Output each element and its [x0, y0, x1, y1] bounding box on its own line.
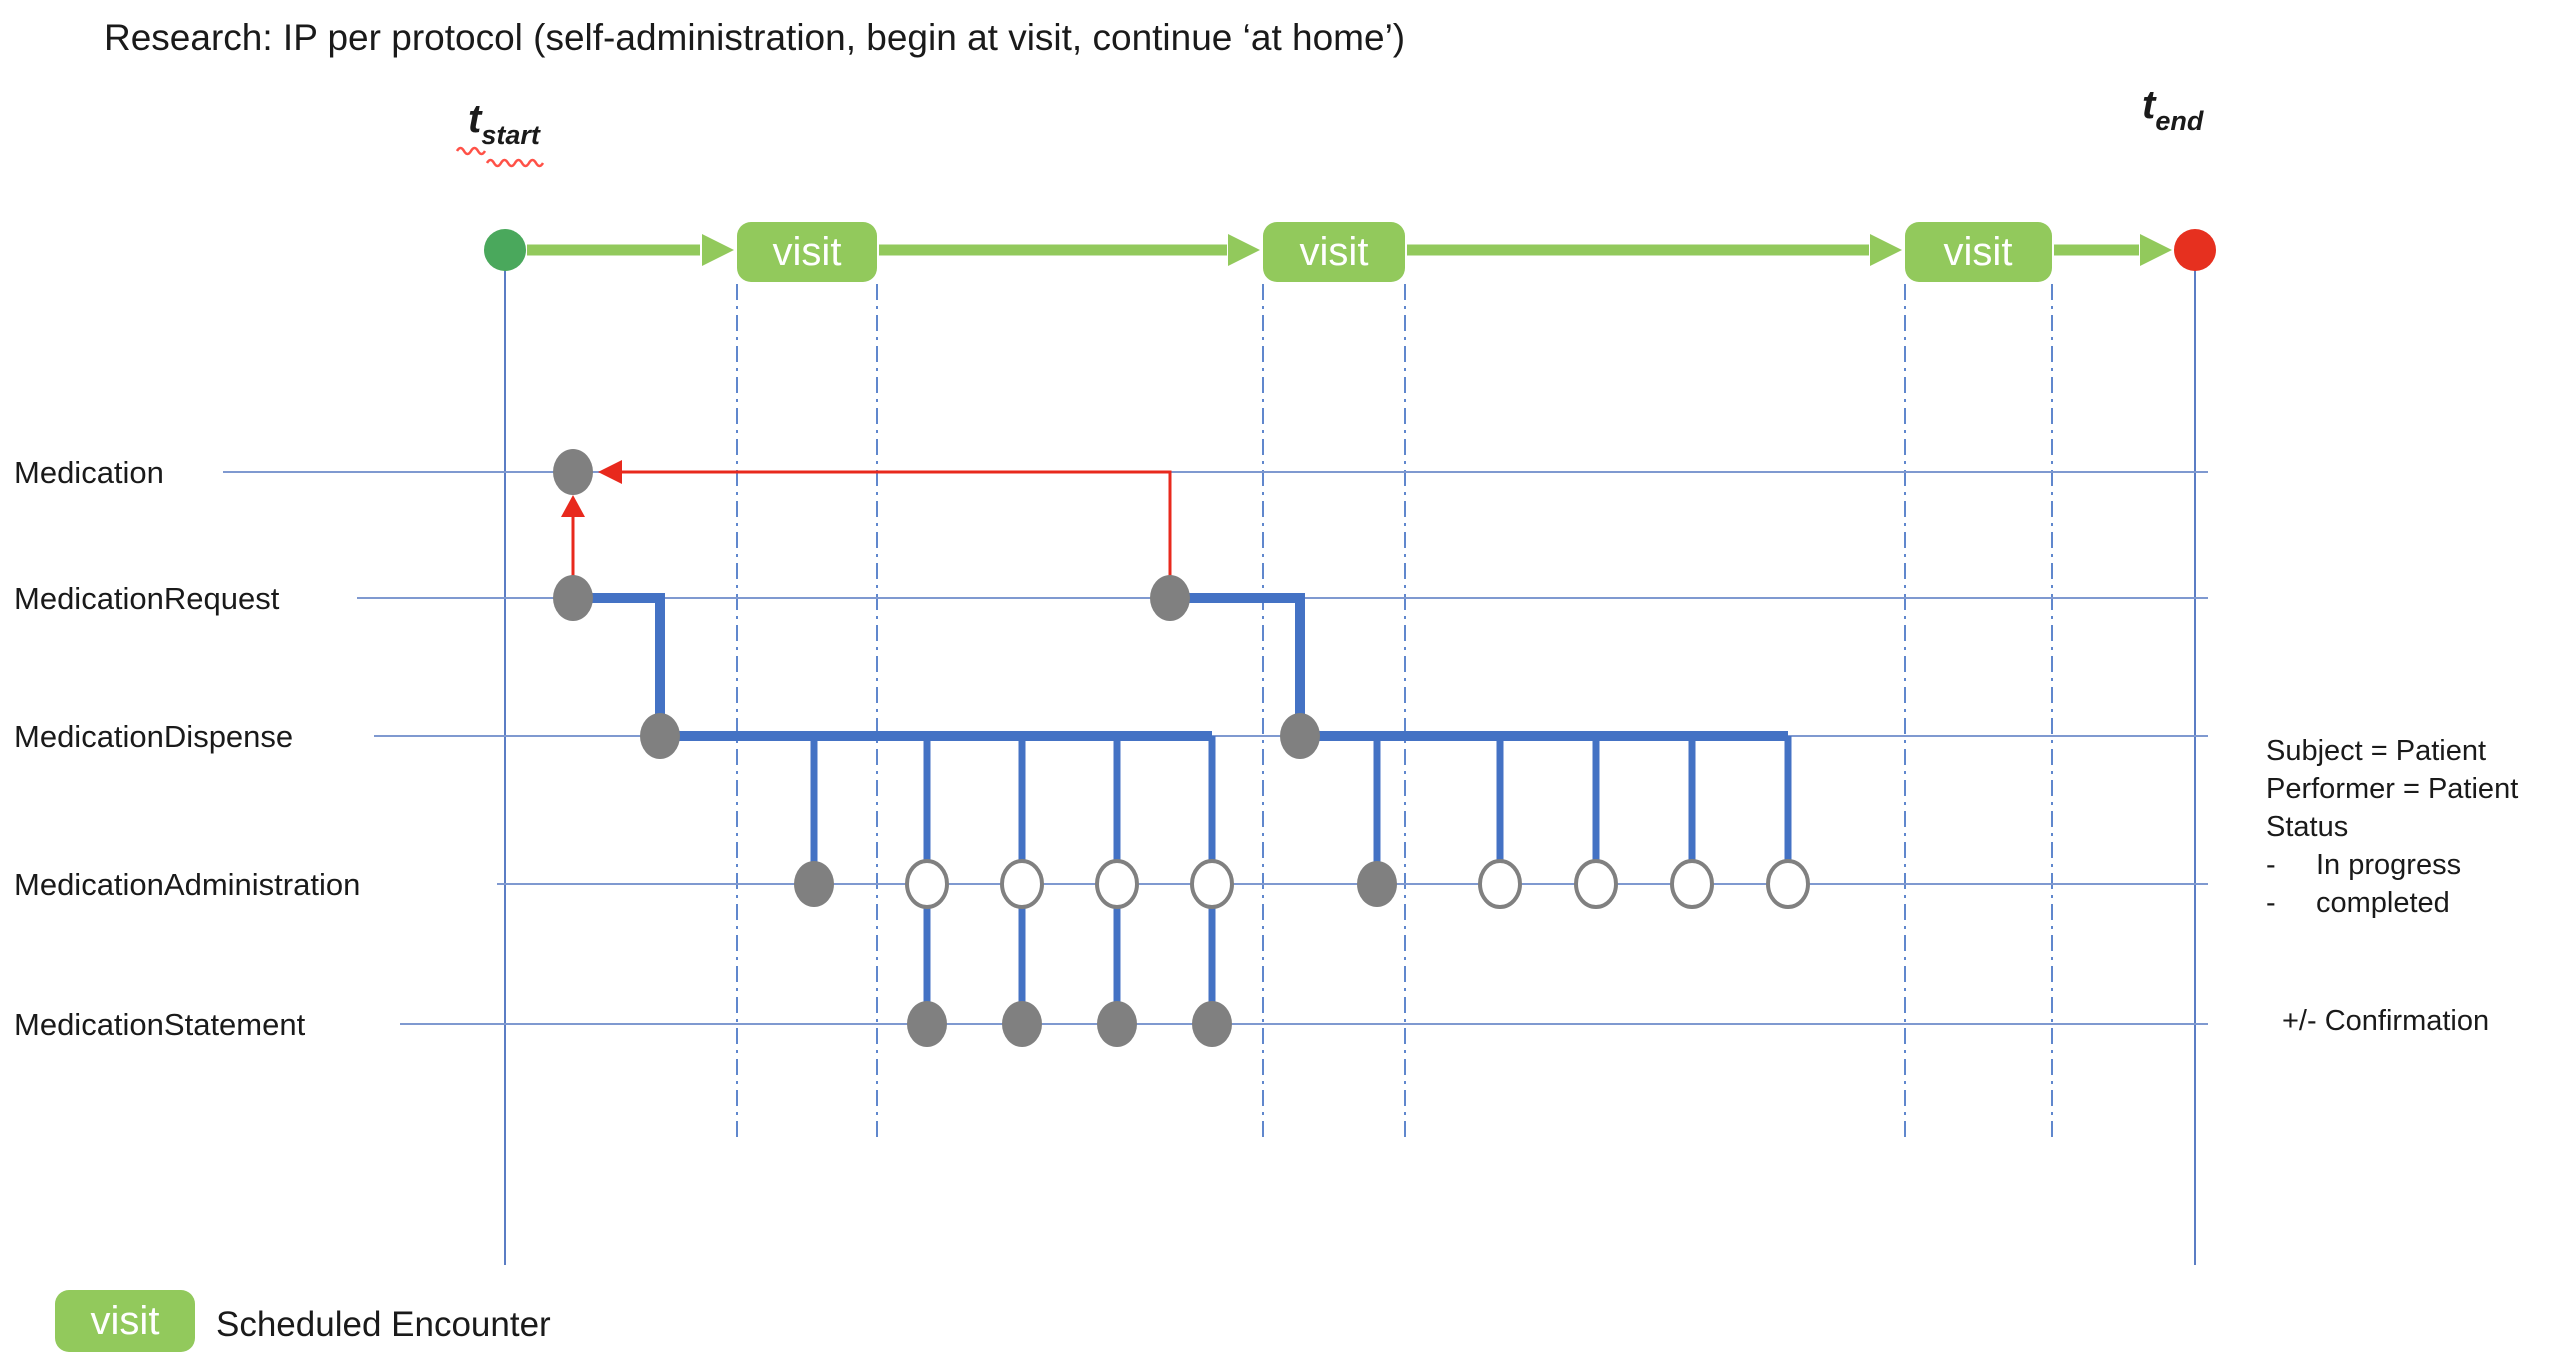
event-administration-open-marker [905, 859, 949, 909]
lane-label-medication-request: MedicationRequest [14, 581, 280, 616]
lane-label-medication-dispense: MedicationDispense [14, 719, 293, 754]
legend-visit-box-label: visit [91, 1299, 160, 1343]
request2-to-medication-arrowhead [598, 460, 622, 484]
spellcheck-squiggle-start [485, 158, 545, 168]
legend-visit-box [55, 1290, 195, 1352]
visit2-box-label: visit [1300, 230, 1369, 274]
event-administration-filled-marker [1357, 861, 1397, 907]
lane-label-medication-statement: MedicationStatement [14, 1007, 306, 1042]
event-medication-filled-marker [553, 449, 593, 495]
event-administration-filled-marker [794, 861, 834, 907]
event-statement-filled-marker [1097, 1001, 1137, 1047]
visit1-box [737, 222, 877, 282]
lane-label-medication-administration: MedicationAdministration [14, 867, 360, 902]
legend: visit Scheduled Encounter [55, 1290, 551, 1352]
event-statement-filled-marker [907, 1001, 947, 1047]
t-end-label: tend [2142, 83, 2204, 136]
event-statement-filled-marker [1192, 1001, 1232, 1047]
visit1-box-label: visit [773, 230, 842, 274]
event-administration-open-marker [1670, 859, 1714, 909]
note-confirmation: +/- Confirmation [2282, 1005, 2489, 1037]
visit3-box-label: visit [1944, 230, 2013, 274]
event-request-filled-marker [553, 575, 593, 621]
red-reference-arrows [561, 460, 1172, 577]
event-markers [553, 449, 1810, 1047]
note-status-in-progress-label: In progress [2316, 849, 2461, 881]
spellcheck-squiggle-t [455, 146, 487, 156]
event-dispense-filled-marker [640, 713, 680, 759]
timeline-start-dot [484, 229, 526, 271]
event-administration-open-marker [1000, 859, 1044, 909]
event-administration-open-marker [1478, 859, 1522, 909]
visit2-box [1263, 222, 1405, 282]
note-status-in-progress: - In progress [2266, 849, 2461, 881]
swimlane-labels: Medication MedicationRequest MedicationD… [14, 455, 360, 1042]
event-administration-open-marker [1574, 859, 1618, 909]
note-status-heading: Status [2266, 811, 2348, 843]
t-end-sub: end [2155, 106, 2204, 136]
t-start-label: tstart [468, 97, 541, 150]
timeline-end-dot [2174, 229, 2216, 271]
event-request-filled-marker [1150, 575, 1190, 621]
notes-block: Subject = Patient Performer = Patient St… [2266, 735, 2518, 1037]
event-dispense-filled-marker [1280, 713, 1320, 759]
t-start-sub: start [481, 120, 541, 150]
visit-window-dashed-lines [736, 284, 2053, 1143]
note-bullet: - [2266, 887, 2276, 919]
t-start-base: t [468, 97, 483, 141]
blue-connectors [573, 593, 1792, 1024]
timeline-arrows [527, 234, 2172, 266]
request2-to-medication-arrow-line [620, 470, 1172, 577]
t-end-base: t [2142, 83, 2157, 127]
visit-boxes: visit visit visit [737, 222, 2052, 282]
arrowhead-visit2 [1228, 234, 1260, 266]
page-title: Research: IP per protocol (self-administ… [104, 17, 1405, 58]
note-performer: Performer = Patient [2266, 773, 2518, 805]
event-administration-open-marker [1095, 859, 1139, 909]
request2-to-dispense2-connector [1170, 593, 1305, 736]
legend-text: Scheduled Encounter [216, 1305, 551, 1344]
note-bullet: - [2266, 849, 2276, 881]
arrowhead-visit3 [1870, 234, 1902, 266]
request1-to-medication-arrowhead [561, 495, 585, 517]
request1-to-dispense1-connector [573, 593, 665, 736]
event-administration-open-marker [1766, 859, 1810, 909]
lane-label-medication: Medication [14, 455, 164, 490]
note-subject: Subject = Patient [2266, 735, 2486, 767]
event-administration-open-marker [1190, 859, 1234, 909]
note-status-completed: - completed [2266, 887, 2450, 919]
arrowhead-visit1 [702, 234, 734, 266]
note-status-completed-label: completed [2316, 887, 2450, 919]
arrowhead-end [2140, 234, 2172, 266]
visit3-box [1905, 222, 2052, 282]
event-statement-filled-marker [1002, 1001, 1042, 1047]
